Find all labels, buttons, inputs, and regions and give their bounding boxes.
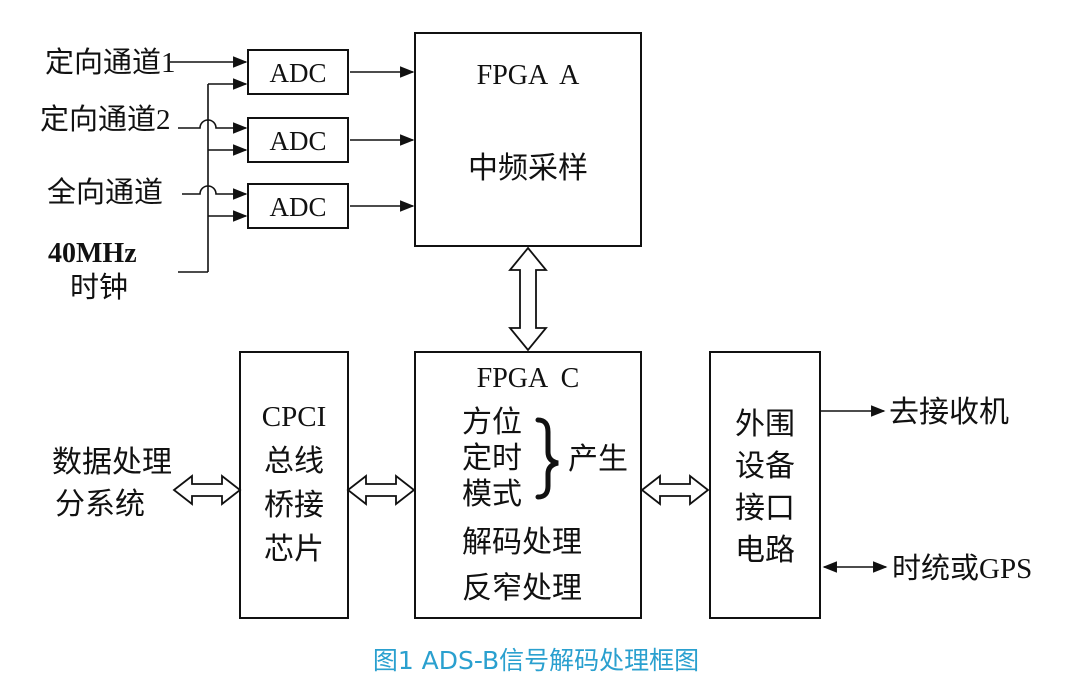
adc-label-1: ADC bbox=[269, 58, 326, 88]
adc-label-3: ADC bbox=[269, 192, 326, 222]
fpga-c-block bbox=[414, 351, 642, 619]
input-label-omni: 全向通道 bbox=[47, 176, 163, 209]
fpga-c-anti-garble-label: 反窄处理 bbox=[462, 572, 582, 605]
fpga-c-generate-label: 产生 bbox=[568, 443, 628, 476]
fpga-a-title: FPGA A bbox=[477, 60, 580, 91]
cpci-label-line-3: 桥接 bbox=[264, 489, 324, 522]
ch2-to-adc2-line bbox=[178, 119, 248, 134]
fpga-a-fpga-c-bidirectional-arrow bbox=[508, 246, 548, 352]
peripheral-label-line-1: 外围 bbox=[735, 408, 795, 441]
cpci-label-line-2: 总线 bbox=[264, 445, 324, 478]
fpga-c-item-timing: 定时 bbox=[462, 442, 522, 475]
fpga-a-block bbox=[414, 32, 642, 247]
clock-label: 时钟 bbox=[70, 271, 128, 304]
cpci-label-line-1: CPCI bbox=[262, 401, 326, 433]
fpga-c-item-bearing: 方位 bbox=[462, 406, 522, 439]
adc-block-2 bbox=[247, 117, 349, 163]
peripheral-interface-block bbox=[709, 351, 821, 619]
cpci-label-line-4: 芯片 bbox=[264, 533, 324, 566]
data-processing-label-line-2: 分系统 bbox=[55, 488, 145, 521]
fpga-c-peripheral-bidirectional-arrow bbox=[640, 474, 710, 506]
input-label-directional-2: 定向通道2 bbox=[40, 103, 171, 136]
peripheral-label-line-4: 电路 bbox=[735, 534, 795, 567]
adc-label-2: ADC bbox=[269, 126, 326, 156]
clock-label-freq: 40MHz bbox=[48, 238, 137, 269]
input-label-directional-1: 定向通道1 bbox=[45, 46, 176, 79]
output-timing-gps-label: 时统或GPS bbox=[892, 552, 1032, 585]
data-processing-label-line-1: 数据处理 bbox=[52, 446, 172, 479]
cpci-fpga-c-bidirectional-arrow bbox=[346, 474, 416, 506]
peripheral-label-line-2: 设备 bbox=[735, 450, 795, 483]
figure-caption: 图1 ADS-B信号解码处理框图 bbox=[373, 646, 699, 675]
fpga-c-item-mode: 模式 bbox=[462, 478, 522, 511]
adc-block-3 bbox=[247, 183, 349, 229]
grouping-brace-icon bbox=[535, 417, 559, 500]
fpga-c-decode-label: 解码处理 bbox=[462, 526, 582, 559]
fpga-c-title: FPGA C bbox=[477, 363, 580, 394]
data-proc-cpci-bidirectional-arrow bbox=[172, 474, 242, 506]
cpci-bridge-block bbox=[239, 351, 349, 619]
output-receiver-label: 去接收机 bbox=[889, 396, 1009, 429]
peripheral-label-line-3: 接口 bbox=[735, 492, 795, 525]
omni-to-adc3-line bbox=[182, 185, 248, 200]
adc-block-1 bbox=[247, 49, 349, 95]
fpga-a-subtitle: 中频采样 bbox=[468, 152, 588, 185]
